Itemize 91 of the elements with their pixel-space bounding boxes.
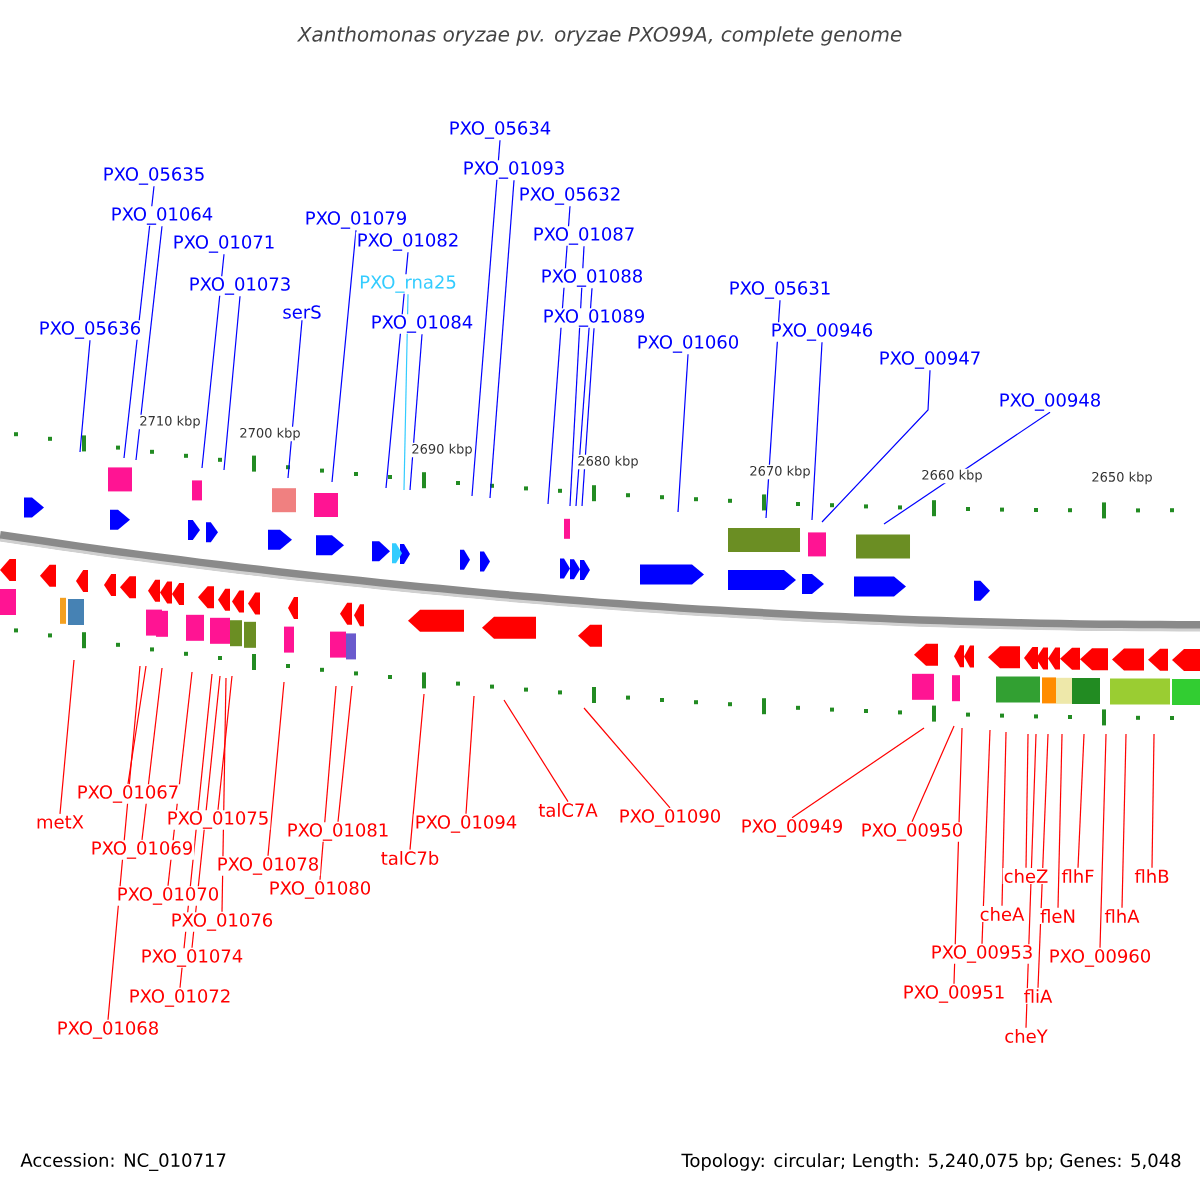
gene-label: PXO_01076 xyxy=(169,912,275,932)
leader-line xyxy=(471,139,501,497)
gene-label: cheA xyxy=(978,906,1026,922)
leader-line xyxy=(127,665,147,785)
leader-line xyxy=(287,319,303,479)
gene-label: PXO_01094 xyxy=(413,814,519,834)
gene-label: PXO_01073 xyxy=(187,276,293,296)
footer-text: Topology: circular; Length: 5,240,075 bp; Genes: 5,048 xyxy=(681,1153,1181,1171)
leader-line xyxy=(1025,733,1029,869)
leader-line xyxy=(811,341,823,521)
gene-label: PXO_01069 xyxy=(89,840,195,860)
gene-label: PXO_01079 xyxy=(303,210,409,230)
gene-label: talC7b xyxy=(379,850,441,866)
leader-line xyxy=(223,295,241,471)
gene-label: PXO_01075 xyxy=(165,810,271,830)
leader-line xyxy=(581,327,595,507)
leader-line xyxy=(1121,733,1127,909)
gene-label: PXO_00946 xyxy=(769,322,875,342)
leader-line xyxy=(403,293,409,491)
leader-line xyxy=(79,339,91,453)
leader-line xyxy=(791,727,925,819)
gene-label: PXO_01090 xyxy=(617,808,723,828)
gene-label: serS xyxy=(281,304,323,320)
gene-label: PXO_05632 xyxy=(517,186,623,206)
gene-label: PXO_01072 xyxy=(127,988,233,1008)
leader-line xyxy=(409,333,423,491)
gene-label: PXO_01071 xyxy=(171,234,277,254)
gene-label: PXO_05631 xyxy=(727,280,833,300)
leader-line xyxy=(59,659,75,815)
gene-label: PXO_01080 xyxy=(267,880,373,900)
gene-label: PXO_01084 xyxy=(369,314,475,334)
leader-line xyxy=(677,353,689,513)
leader-line xyxy=(981,729,991,945)
gene-label: flhB xyxy=(1133,868,1171,884)
gene-label: PXO_00950 xyxy=(859,822,965,842)
leader-line xyxy=(267,681,285,857)
leader-line xyxy=(1025,733,1037,1029)
gene-label: PXO_01074 xyxy=(139,948,245,968)
gene-label: PXO_01060 xyxy=(635,334,741,354)
leader-line xyxy=(583,707,671,809)
gene-label: PXO_05636 xyxy=(37,320,143,340)
leader-line xyxy=(489,179,515,499)
leader-line xyxy=(319,685,337,881)
leader-line xyxy=(911,725,955,823)
title: Xanthomonas oryzae pv. oryzae PXO99A, complete genome xyxy=(296,26,902,46)
gene-label: PXO_01082 xyxy=(355,232,461,252)
gene-label: PXO_00951 xyxy=(901,984,1007,1004)
gene-label: PXO_00960 xyxy=(1047,948,1153,968)
gene-label: PXO_01081 xyxy=(285,822,391,842)
gene-label: flhF xyxy=(1060,868,1096,884)
leader-line xyxy=(503,699,569,803)
leader-line xyxy=(1037,733,1049,989)
gene-label: PXO_00947 xyxy=(877,350,983,370)
footer-text: Accession: NC_010717 xyxy=(20,1153,226,1171)
gene-label: PXO_00953 xyxy=(929,944,1035,964)
gene-label: fleN xyxy=(1039,908,1077,924)
leader-line xyxy=(821,369,931,523)
gene-label: PXO_01070 xyxy=(115,886,221,906)
gene-label: PXO_01078 xyxy=(215,856,321,876)
leader-line xyxy=(217,675,233,811)
gene-label: PXO_00948 xyxy=(997,392,1103,412)
gene-label: PXO_01067 xyxy=(75,784,181,804)
gene-label: PXO_rna25 xyxy=(358,274,458,294)
gene-label: PXO_01093 xyxy=(461,160,567,180)
gene-label: cheZ xyxy=(1002,868,1050,884)
leader-line xyxy=(465,695,475,815)
gene-label: PXO_01087 xyxy=(531,226,637,246)
gene-label: metX xyxy=(35,814,85,830)
gene-label: PXO_05635 xyxy=(101,166,207,186)
leader-line xyxy=(1001,731,1007,907)
leader-line xyxy=(883,411,1051,525)
leader-line xyxy=(141,667,163,841)
gene-label: PXO_05634 xyxy=(447,120,553,140)
leader-line xyxy=(337,685,353,823)
leader-line xyxy=(201,253,225,469)
leader-line xyxy=(135,225,163,461)
gene-label: fliA xyxy=(1022,988,1054,1004)
leader-line xyxy=(409,693,425,851)
leader-line xyxy=(1151,733,1155,869)
gene-label: talC7A xyxy=(537,802,599,818)
leader-line xyxy=(331,229,357,483)
gene-label: cheY xyxy=(1003,1028,1049,1044)
gene-label: PXO_01089 xyxy=(541,308,647,328)
gene-label: PXO_01088 xyxy=(539,268,645,288)
gene-label: PXO_00949 xyxy=(739,818,845,838)
gene-label: flhA xyxy=(1103,908,1141,924)
leader-line xyxy=(1057,733,1063,909)
leader-line xyxy=(1099,733,1107,949)
gene-label: PXO_01064 xyxy=(109,206,215,226)
leader-line xyxy=(1077,733,1085,869)
gene-label: PXO_01068 xyxy=(55,1020,161,1040)
